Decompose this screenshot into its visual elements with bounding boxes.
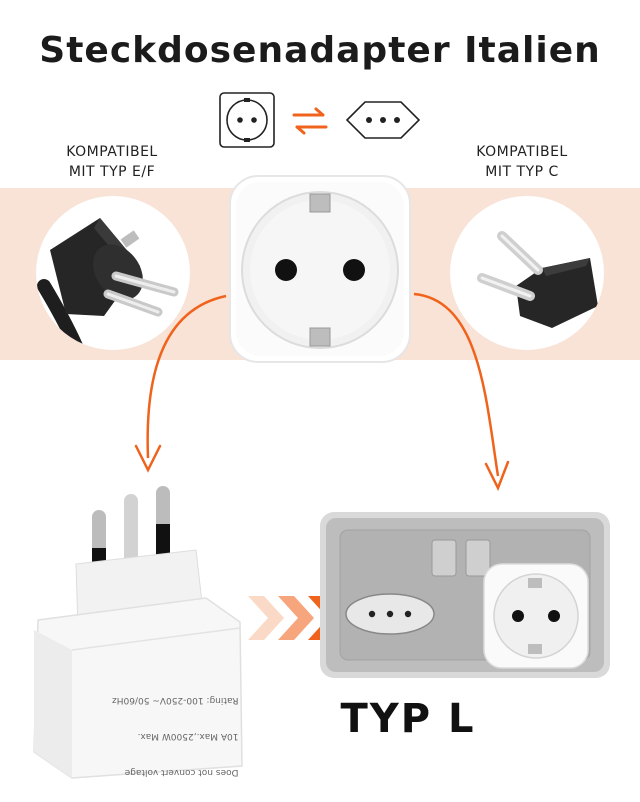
adapter-schuko-face xyxy=(229,175,411,363)
adapter-print-line2: 10A Max.,2500W Max. xyxy=(137,731,239,741)
type-l-socket-icon xyxy=(345,101,421,139)
adapter-rating-print: Does not convert voltage 10A Max.,2500W … xyxy=(112,682,239,802)
conversion-icon-row xyxy=(0,92,640,152)
right-caption-line1: KOMPATIBEL xyxy=(476,144,568,160)
schuko-socket-icon xyxy=(219,92,275,148)
adapter-print-line1: Does not convert voltage xyxy=(124,767,239,777)
type-l-label: TYP L xyxy=(340,696,476,742)
type-c-plug-icon xyxy=(477,231,598,328)
right-caption-line2: MIT TYP C xyxy=(485,164,559,180)
page-title: Steckdosenadapter Italien xyxy=(39,30,601,71)
swap-arrows-icon xyxy=(292,107,328,135)
type-c-plug-circle xyxy=(450,196,604,350)
left-compat-caption: KOMPATIBEL MIT TYP E/F xyxy=(32,142,192,182)
adapter-print-line3: Rating: 100-250V~ 50/60Hz xyxy=(112,695,239,705)
right-compat-caption: KOMPATIBEL MIT TYP C xyxy=(442,142,602,182)
wall-plate-image xyxy=(320,512,610,678)
schuko-plug-icon xyxy=(37,218,179,350)
left-caption-line1: KOMPATIBEL xyxy=(66,144,158,160)
left-caption-line2: MIT TYP E/F xyxy=(68,164,156,180)
schuko-plug-circle xyxy=(36,196,190,350)
type-l-adapter-image xyxy=(33,486,243,779)
